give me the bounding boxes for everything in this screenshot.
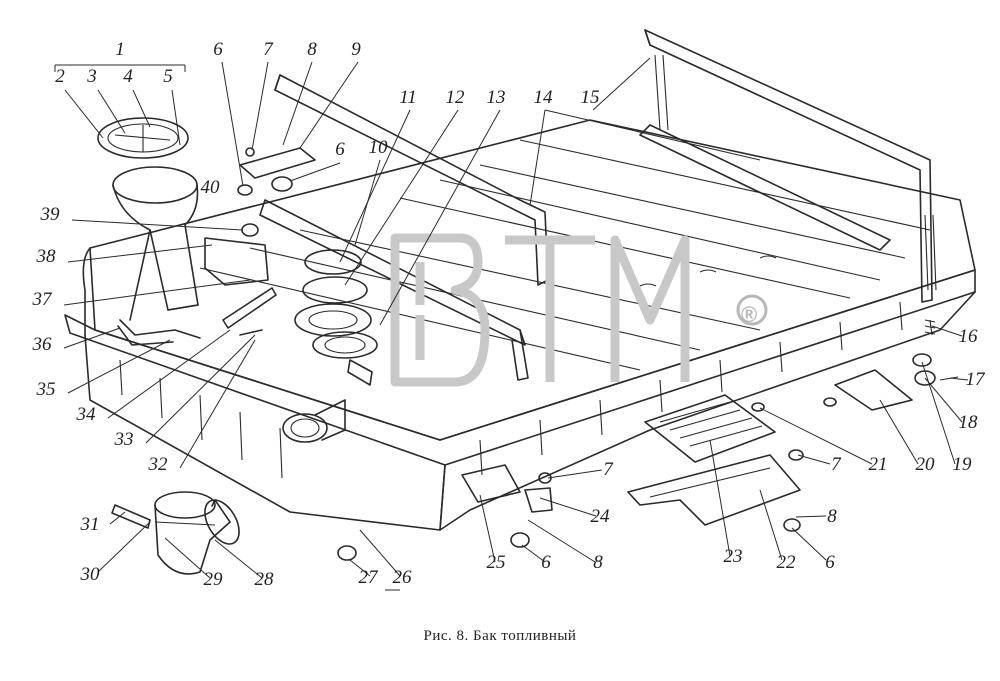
callout-number: 35 (36, 379, 56, 400)
bracket-20 (834, 369, 913, 411)
callout-number: 27 (359, 567, 380, 588)
callout-number: 32 (148, 454, 169, 475)
bracket-22 (627, 454, 801, 526)
callout-number: 24 (591, 506, 611, 527)
callout-number: 23 (724, 546, 743, 567)
mounting-straps (259, 29, 937, 381)
callout-number: 11 (399, 87, 417, 108)
outlet-pipe (282, 399, 346, 443)
callout-number: 5 (163, 66, 173, 87)
callout-number: 6 (213, 39, 223, 60)
callout-number: 8 (307, 39, 317, 60)
callout-number: 7 (263, 39, 274, 60)
callout-number: 6 (541, 552, 551, 573)
callout-number: 36 (32, 334, 53, 355)
callout-number: 28 (255, 569, 275, 590)
fasteners (222, 147, 959, 561)
callout-number: 10 (369, 137, 389, 158)
callout-number: 30 (80, 564, 101, 585)
callout-number: 13 (487, 87, 506, 108)
watermark-mark: ® (741, 302, 757, 327)
callout-number: 40 (201, 177, 221, 198)
callout-number: 39 (40, 204, 61, 225)
callout-number: 38 (36, 246, 57, 267)
watermark: ® (390, 233, 768, 387)
bracket-38 (204, 237, 269, 286)
callout-number: 31 (80, 514, 100, 535)
callout-number: 25 (487, 552, 506, 573)
callout-number: 20 (916, 454, 936, 475)
filler-neck-assembly (97, 117, 201, 346)
callout-number: 37 (32, 289, 54, 310)
callout-number: 16 (959, 326, 979, 347)
callout-number: 26 (393, 567, 413, 588)
callout-1-bracket (54, 64, 186, 72)
callout-number: 17 (966, 369, 987, 390)
callout-number: 6 (335, 139, 345, 160)
callout-number: 1 (115, 39, 125, 60)
callout-number: 19 (953, 454, 973, 475)
callout-number: 18 (959, 412, 979, 433)
callout-number: 7 (831, 454, 842, 475)
callout-number: 14 (534, 87, 554, 108)
callout-number: 9 (351, 39, 361, 60)
elbow-hose (111, 491, 240, 575)
callout-number: 21 (869, 454, 888, 475)
plate-23 (644, 394, 776, 463)
callout-number: 15 (581, 87, 600, 108)
callout-number: 34 (76, 404, 97, 425)
sender-unit-stack (294, 249, 378, 386)
callout-number: 12 (446, 87, 466, 108)
callout-number: 4 (123, 66, 133, 87)
callout-number: 29 (204, 569, 224, 590)
callout-number: 8 (593, 552, 603, 573)
callout-number: 6 (825, 552, 835, 573)
callout-number: 3 (86, 66, 97, 87)
callout-number: 22 (777, 552, 797, 573)
callout-number: 33 (114, 429, 134, 450)
callout-number: 2 (55, 66, 65, 87)
registered-mark-icon (736, 294, 768, 326)
fuel-tank-body (64, 119, 976, 531)
leader-lines (63, 57, 969, 591)
callout-number: 7 (603, 459, 614, 480)
callout-number: 8 (827, 506, 837, 527)
figure-caption: Рис. 8. Бак топливный (424, 628, 577, 644)
